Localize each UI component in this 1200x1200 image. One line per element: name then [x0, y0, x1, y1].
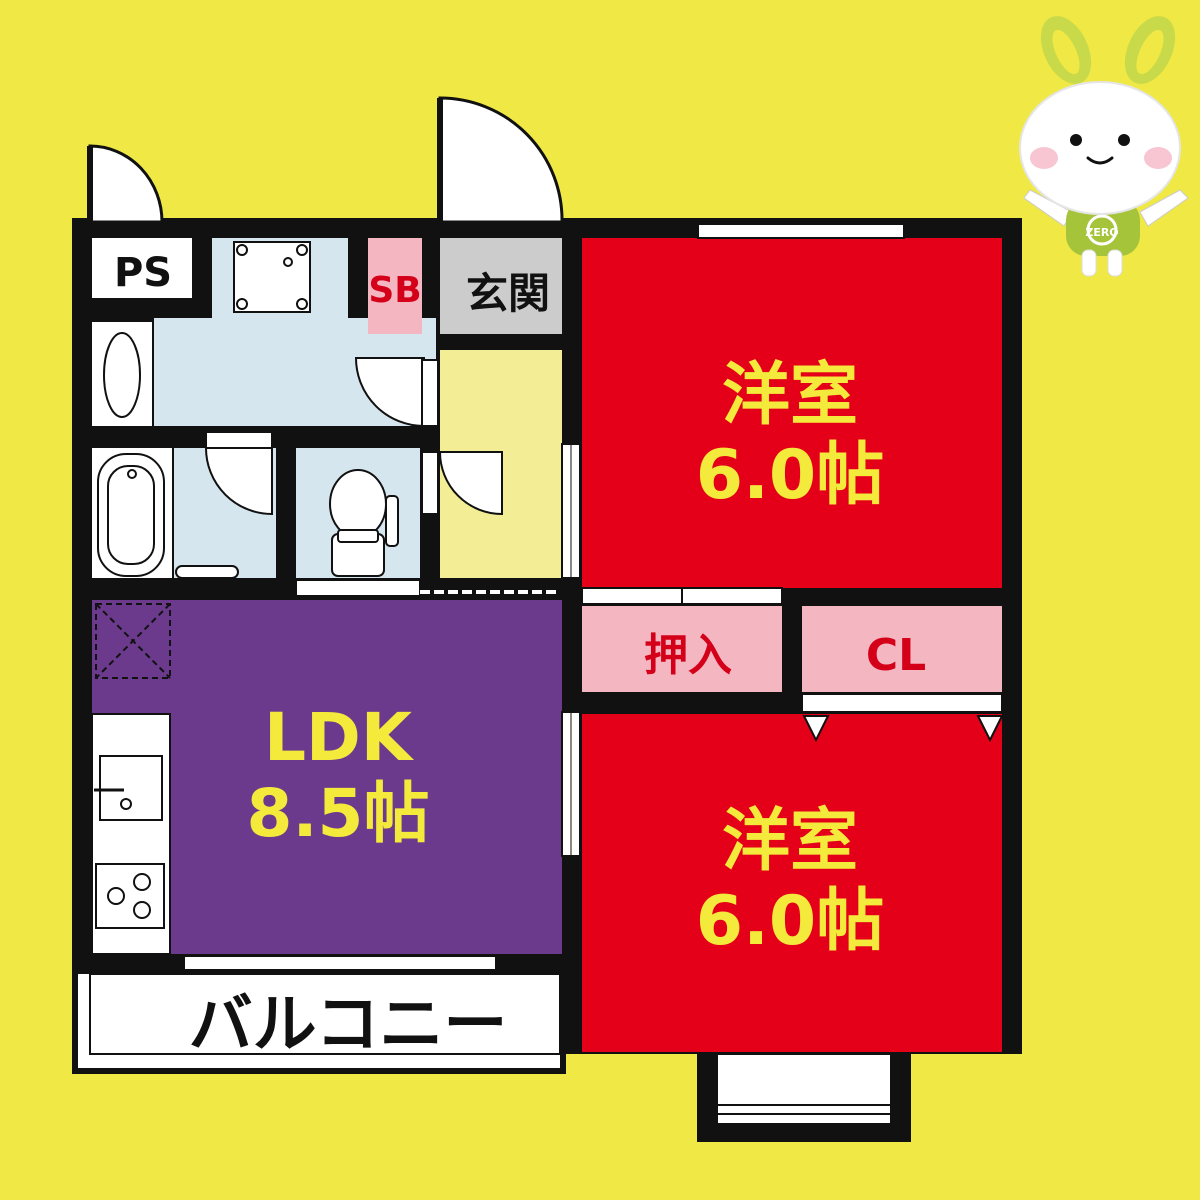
room-genkan [440, 238, 562, 334]
room-toilet [296, 448, 420, 578]
ps-door [87, 144, 164, 224]
entrance-door [437, 96, 564, 224]
bedroom1-name: 洋室 [722, 356, 858, 435]
room-bedroom1 [582, 238, 1002, 588]
room-ldk [91, 600, 562, 971]
ps-label: PS [114, 250, 172, 296]
bedroom2-size: 6.0帖 [696, 882, 884, 961]
room-oshiire [582, 606, 782, 692]
sb-label: SB [368, 270, 421, 311]
bay-window [697, 1040, 911, 1142]
mascot-logo: ZERO [1019, 16, 1189, 277]
oshiire-label: 押入 [644, 630, 732, 681]
room-bedroom2 [582, 714, 1002, 1052]
room-washroom [154, 238, 436, 428]
mascot-badge: ZERO [1085, 226, 1118, 239]
room-closet [802, 606, 1002, 692]
balcony [72, 970, 566, 1074]
balcony-label: バルコニー [189, 988, 508, 1062]
washbasin [92, 322, 152, 426]
ldk-size: 8.5帖 [247, 775, 430, 852]
room-ps [92, 238, 192, 298]
bedroom2-name: 洋室 [722, 802, 858, 881]
room-sb [368, 238, 422, 334]
bedroom1-size: 6.0帖 [696, 436, 884, 515]
genkan-label: 玄関 [466, 269, 550, 318]
closet-label: CL [866, 630, 926, 681]
room-bath [92, 431, 276, 579]
ldk-name: LDK [264, 699, 415, 776]
